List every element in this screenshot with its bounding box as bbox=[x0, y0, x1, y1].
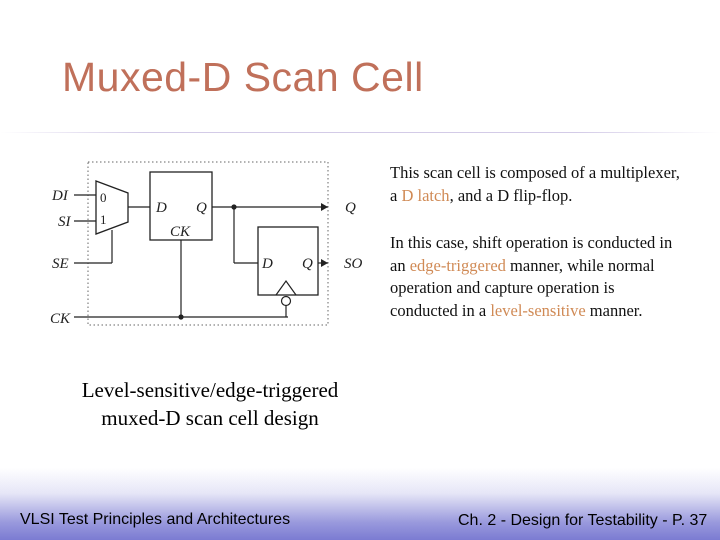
paragraph-operation: In this case, shift operation is conduct… bbox=[390, 232, 680, 322]
highlight-level-sensitive: level-sensitive bbox=[490, 300, 586, 320]
caption-line-2: muxed-D scan cell design bbox=[101, 406, 319, 430]
se-label: SE bbox=[52, 256, 69, 272]
output-q-label: Q bbox=[345, 200, 356, 216]
di-label: DI bbox=[51, 188, 69, 204]
text-run: manner, while normal operation and captu… bbox=[390, 255, 655, 320]
latch-d-label: D bbox=[155, 200, 167, 216]
body-text: This scan cell is composed of a multiple… bbox=[390, 162, 680, 322]
scan-cell-schematic: 0 1 DI SI SE CK D Q CK Q D Q SO bbox=[50, 161, 363, 327]
footer-band: VLSI Test Principles and Architectures C… bbox=[0, 468, 720, 540]
footer-course-title: VLSI Test Principles and Architectures bbox=[20, 511, 291, 528]
ff-q-label: Q bbox=[302, 256, 313, 272]
multiplexer-symbol bbox=[95, 180, 129, 235]
latch-ck-label: CK bbox=[170, 224, 191, 240]
schematic-caption: Level-sensitive/edge-triggered muxed-D s… bbox=[60, 376, 360, 432]
si-label: SI bbox=[58, 214, 72, 230]
text-run: In this case, shift operation is conduct… bbox=[390, 233, 673, 275]
text-run: This scan cell is composed of a multiple… bbox=[390, 163, 680, 205]
scan-cell-boundary bbox=[87, 161, 329, 326]
mux-input-0-label: 0 bbox=[100, 190, 107, 205]
mux-input-1-label: 1 bbox=[100, 212, 107, 227]
title-divider bbox=[0, 132, 720, 133]
highlight-d-latch: D latch bbox=[401, 185, 450, 205]
output-so-label: SO bbox=[344, 256, 363, 272]
footer-chapter-page: Ch. 2 - Design for Testability - P. 37 bbox=[458, 512, 708, 529]
text-run: manner. bbox=[585, 300, 643, 320]
slide-title: Muxed-D Scan Cell bbox=[62, 54, 424, 100]
text-run: , and a D flip-flop. bbox=[449, 185, 573, 205]
ff-d-label: D bbox=[261, 256, 273, 272]
paragraph-composition: This scan cell is composed of a multiple… bbox=[390, 162, 680, 207]
ck-label: CK bbox=[50, 311, 71, 327]
highlight-edge-triggered: edge-triggered bbox=[409, 255, 506, 275]
latch-q-label: Q bbox=[196, 200, 207, 216]
caption-line-1: Level-sensitive/edge-triggered bbox=[81, 378, 339, 402]
